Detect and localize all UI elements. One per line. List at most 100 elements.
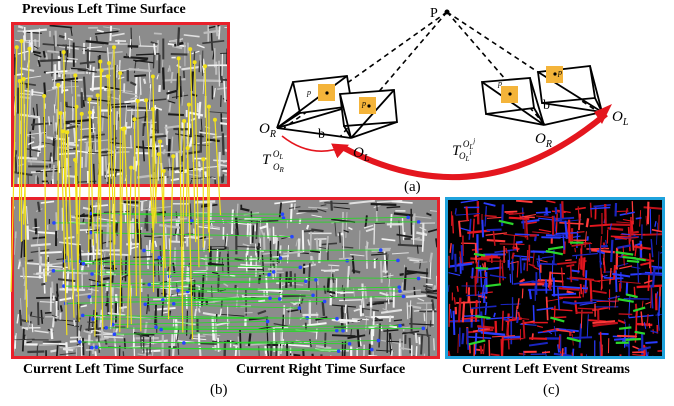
texture-stroke [316,208,327,213]
texture-stroke [149,133,164,136]
texture-stroke [561,348,564,356]
texture-stroke [154,143,157,164]
feature-point [290,234,294,239]
feature-point [396,258,400,263]
texture-stroke [193,308,197,320]
texture-stroke [486,238,506,243]
texture-stroke [77,306,80,317]
texture-stroke [95,336,109,342]
texture-stroke [32,50,41,55]
texture-stroke [402,331,427,336]
texture-stroke [189,137,193,147]
texture-stroke [484,302,488,316]
texture-stroke [152,234,172,238]
stereo-match-line [173,301,325,305]
texture-stroke [625,282,629,295]
texture-stroke [91,98,111,103]
texture-stroke [642,233,662,236]
texture-stroke [161,298,164,317]
texture-stroke [457,333,459,354]
texture-stroke [82,206,91,211]
texture-stroke [569,265,573,283]
texture-stroke [87,101,98,104]
texture-stroke [478,256,501,260]
texture-stroke [538,217,560,222]
texture-stroke [185,266,190,282]
texture-stroke [43,82,47,96]
texture-stroke [378,323,382,348]
texture-stroke [138,45,159,48]
texture-stroke [558,287,580,291]
texture-stroke [203,240,206,252]
texture-stroke [200,118,203,132]
texture-stroke [234,257,245,262]
texture-stroke [204,254,209,271]
texture-stroke [213,87,216,98]
texture-stroke [14,339,16,352]
texture-stroke [36,177,39,184]
event-flow-segment [475,315,491,320]
texture-stroke [643,322,647,329]
texture-stroke [236,245,261,249]
texture-stroke [508,216,530,221]
texture-stroke [636,284,662,289]
texture-stroke [339,299,363,302]
texture-stroke [393,319,403,322]
texture-stroke [489,274,507,279]
transform-t-left-label: T OL OR [262,147,287,174]
texture-stroke [560,267,564,286]
texture-stroke [648,322,651,329]
texture-stroke [94,351,97,356]
texture-stroke [616,221,633,224]
feature-point [90,345,94,350]
texture-stroke [589,202,593,218]
texture-stroke [190,117,196,122]
stereo-match-line [161,327,424,331]
texture-stroke [58,34,65,39]
p-r-j-label: p [497,79,502,88]
texture-stroke [516,316,520,324]
texture-stroke [29,311,33,317]
texture-stroke [191,337,207,341]
texture-stroke [122,91,138,96]
texture-stroke [190,71,194,92]
texture-stroke [421,232,425,252]
texture-stroke [363,344,365,356]
texture-stroke [473,341,476,356]
texture-stroke [221,168,227,171]
texture-stroke [582,257,586,276]
texture-stroke [578,213,581,231]
texture-stroke [224,149,227,152]
texture-stroke [20,298,22,315]
texture-stroke [420,291,437,295]
texture-stroke [150,41,158,45]
texture-stroke [549,272,566,275]
camera-right-left-pair-j [480,65,603,126]
texture-stroke [166,89,177,95]
texture-stroke [18,309,23,326]
texture-stroke [431,299,435,311]
texture-stroke [658,296,661,317]
texture-stroke [264,353,266,356]
texture-stroke [274,200,296,205]
texture-stroke [454,208,457,215]
texture-stroke [426,212,432,217]
texture-stroke [284,343,310,348]
texture-stroke [340,291,346,295]
texture-stroke [467,229,491,235]
p-l-j-label: p [557,68,562,77]
texture-stroke [23,75,42,80]
texture-stroke [124,98,145,104]
texture-stroke [19,40,40,42]
texture-stroke [617,244,631,250]
texture-stroke [350,328,353,336]
texture-stroke [225,233,229,247]
texture-stroke [199,236,207,240]
texture-stroke [214,179,217,184]
stereo-match-line [191,216,409,222]
texture-stroke [408,337,412,354]
texture-stroke [532,231,550,234]
texture-stroke [501,336,504,356]
texture-stroke [453,297,457,305]
texture-stroke [651,265,662,269]
